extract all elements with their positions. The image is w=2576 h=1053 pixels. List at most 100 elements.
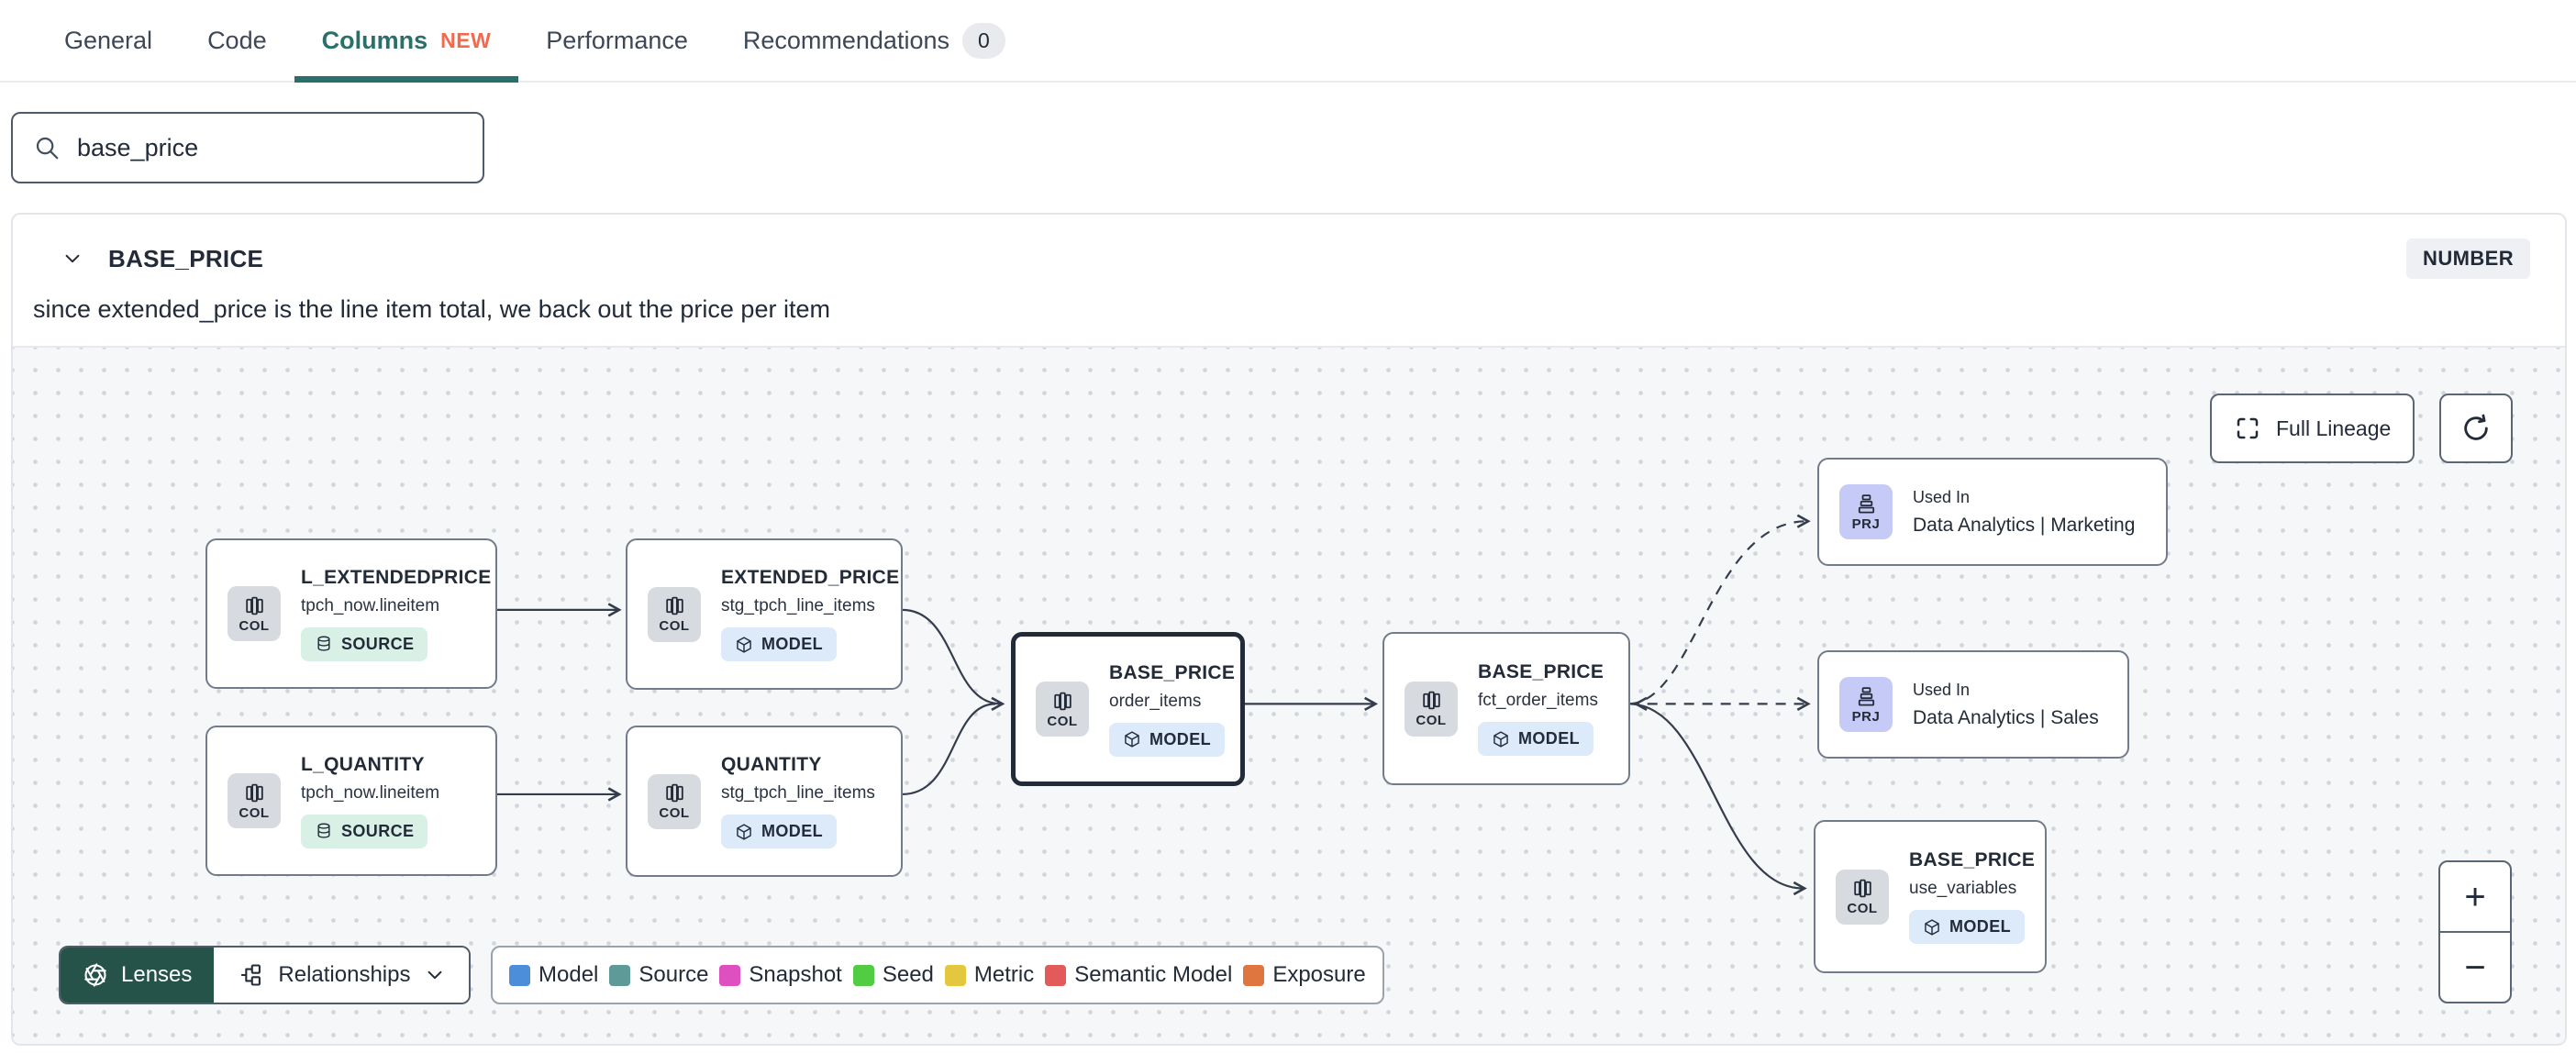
stack-icon (1858, 493, 1874, 514)
chevron-down-icon[interactable] (62, 249, 83, 269)
refresh-button[interactable] (2439, 393, 2513, 463)
cube-icon (737, 823, 751, 840)
tab-performance-label: Performance (546, 26, 688, 54)
hierarchy-icon (241, 964, 261, 986)
column-icon-chip: COL (228, 773, 281, 828)
legend-label: Semantic Model (1074, 962, 1233, 987)
zoom-out-button[interactable]: − (2440, 931, 2510, 1002)
lineage-node-quantity[interactable]: COL QUANTITY stg_tpch_line_items MODEL (626, 726, 903, 877)
lineage-edges (496, 514, 1811, 896)
model-badge: MODEL (1909, 910, 2025, 944)
tab-code[interactable]: Code (180, 0, 294, 81)
node-title: L_QUANTITY (301, 753, 425, 775)
lineage-node-base-price-fct-order-items[interactable]: COL BASE_PRICE fct_order_items MODEL (1382, 632, 1630, 785)
legend-item: Exposure (1243, 962, 1366, 988)
node-subtitle: stg_tpch_line_items (721, 596, 875, 615)
data-type-badge: NUMBER (2406, 238, 2530, 279)
column-icon-chip: COL (1036, 682, 1089, 737)
column-icon-chip: COL (228, 586, 281, 641)
aperture-icon (84, 963, 106, 987)
model-badge: MODEL (721, 815, 837, 848)
usage-node-sales[interactable]: PRJ Used In Data Analytics | Sales (1817, 650, 2129, 759)
column-icon-chip: COL (1836, 869, 1889, 925)
relationships-dropdown[interactable]: Relationships (214, 948, 470, 1003)
search-input[interactable] (77, 133, 462, 162)
badge-label: MODEL (1518, 729, 1580, 748)
column-description: since extended_price is the line item to… (33, 295, 830, 323)
badge-label: MODEL (1949, 917, 2011, 936)
lineage-node-base-price-order-items[interactable]: COL BASE_PRICE order_items MODEL (1011, 632, 1245, 786)
chip-label: COL (239, 804, 270, 821)
new-badge: NEW (440, 28, 492, 52)
lenses-button[interactable]: Lenses (61, 948, 215, 1003)
tab-recommendations-label: Recommendations (742, 26, 949, 54)
lenses-label: Lenses (121, 962, 193, 987)
project-icon-chip: PRJ (1839, 677, 1893, 732)
lineage-canvas[interactable]: Full Lineage COL L_EXTENDEDPRICE tpch_no… (13, 346, 2565, 1044)
cube-icon (1493, 730, 1508, 748)
columns-icon (1053, 692, 1071, 710)
cube-icon (1125, 731, 1139, 748)
chip-label: PRJ (1851, 708, 1881, 725)
full-lineage-button[interactable]: Full Lineage (2210, 393, 2415, 463)
tab-performance[interactable]: Performance (518, 0, 716, 81)
legend-swatch (609, 964, 631, 986)
lineage-node-base-price-use-variables[interactable]: COL BASE_PRICE use_variables MODEL (1814, 820, 2047, 973)
legend-swatch (944, 964, 966, 986)
legend-label: Source (638, 962, 709, 987)
search-icon (36, 137, 59, 160)
lineage-node-l-extendedprice[interactable]: COL L_EXTENDEDPRICE tpch_now.lineitem SO… (205, 538, 497, 689)
relationships-label: Relationships (278, 962, 411, 987)
node-title: L_EXTENDEDPRICE (301, 566, 492, 588)
node-type-legend: Model Source Snapshot Seed Metric Semant… (491, 946, 1384, 1004)
tab-recommendations[interactable]: Recommendations 0 (716, 0, 1033, 81)
tab-general[interactable]: General (37, 0, 180, 81)
legend-item: Snapshot (719, 962, 842, 988)
edge-fct-to-use-variables (1628, 703, 1807, 896)
usage-node-marketing[interactable]: PRJ Used In Data Analytics | Marketing (1817, 458, 2168, 566)
column-panel-header: BASE_PRICE NUMBER (13, 215, 2565, 281)
cube-icon (737, 636, 751, 653)
tab-columns-label: Columns (321, 26, 428, 54)
legend-swatch (1045, 964, 1067, 986)
project-icon-chip: PRJ (1839, 484, 1893, 539)
tab-code-label: Code (207, 26, 267, 54)
column-name: BASE_PRICE (108, 244, 264, 272)
legend-swatch (1243, 964, 1265, 986)
node-subtitle: tpch_now.lineitem (301, 595, 440, 615)
zoom-in-button[interactable]: + (2440, 862, 2510, 931)
columns-icon (1422, 691, 1440, 710)
model-badge: MODEL (721, 627, 837, 661)
tab-bar: General Code Columns NEW Performance Rec… (0, 0, 2576, 83)
lineage-node-l-quantity[interactable]: COL L_QUANTITY tpch_now.lineitem SOURCE (205, 726, 497, 876)
node-title: EXTENDED_PRICE (721, 567, 900, 588)
node-title: BASE_PRICE (1109, 661, 1236, 683)
edge-quantity-to-base-price (902, 703, 996, 796)
tab-general-label: General (64, 26, 153, 54)
legend-swatch (509, 964, 530, 986)
used-in-name: Data Analytics | Marketing (1913, 514, 2136, 536)
chip-label: PRJ (1851, 515, 1881, 532)
columns-icon (1853, 879, 1871, 898)
chip-label: COL (659, 618, 690, 634)
column-panel: BASE_PRICE NUMBER since extended_price i… (11, 213, 2567, 1046)
used-in-label: Used In (1913, 487, 1971, 506)
legend-swatch (719, 964, 741, 986)
full-lineage-label: Full Lineage (2276, 416, 2392, 440)
lineage-node-extended-price[interactable]: COL EXTENDED_PRICE stg_tpch_line_items M… (626, 538, 903, 690)
columns-icon (665, 783, 683, 803)
node-title: BASE_PRICE (1909, 849, 2036, 870)
legend-swatch (852, 964, 874, 986)
tab-columns[interactable]: Columns NEW (294, 0, 519, 83)
columns-icon (245, 783, 263, 802)
legend-label: Seed (882, 962, 934, 987)
chip-label: COL (1847, 901, 1878, 916)
edge-extended-price-to-base-price (902, 608, 1005, 711)
legend-item: Seed (852, 962, 934, 988)
legend-item: Metric (944, 962, 1034, 988)
source-badge: SOURCE (301, 814, 428, 848)
badge-label: SOURCE (341, 634, 415, 653)
node-subtitle: stg_tpch_line_items (721, 783, 875, 803)
columns-icon (245, 596, 263, 615)
source-badge: SOURCE (301, 626, 428, 661)
